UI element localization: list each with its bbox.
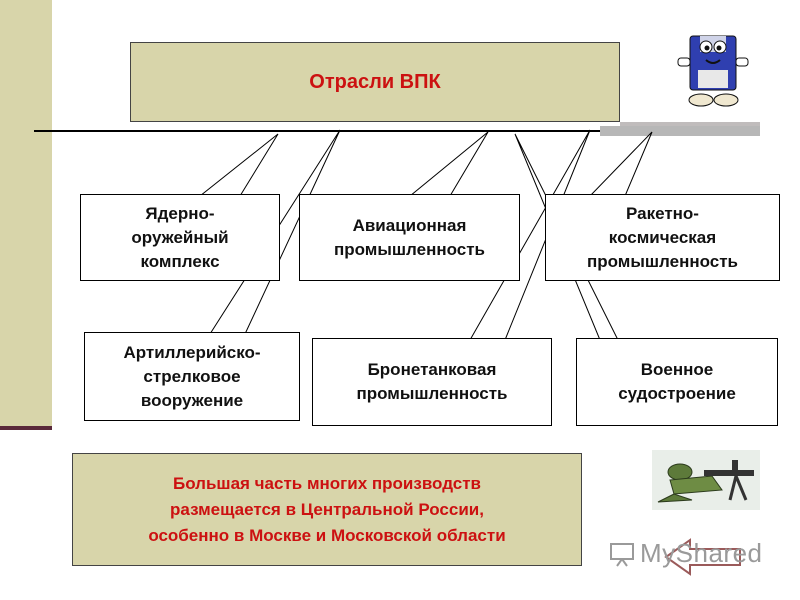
slideshow-icon [610, 543, 634, 567]
right-decor-bar-top [620, 122, 760, 127]
divider-line [34, 130, 600, 132]
branch-armor: Бронетанковая промышленность [312, 338, 552, 426]
branch-rocket-space: Ракетно- космическая промышленность [545, 194, 780, 281]
floppy-disk-mascot-icon [668, 22, 758, 112]
branch-naval: Военное судостроение [576, 338, 778, 426]
branch-artillery: Артиллерийско- стрелковое вооружение [84, 332, 300, 421]
branch-nuclear: Ядерно- оружейный комплекс [80, 194, 280, 281]
back-arrow-icon[interactable] [664, 538, 742, 576]
tail-rocket [588, 131, 653, 197]
summary-note: Большая часть многих производств размеща… [72, 453, 582, 566]
diagram-title: Отрасли ВПК [130, 42, 620, 122]
tail-aviation [408, 131, 489, 197]
left-decor-line [0, 426, 52, 430]
left-decor-bar [0, 0, 52, 430]
branch-aviation: Авиационная промышленность [299, 194, 520, 281]
right-decor-bar [600, 126, 760, 136]
tail-nuclear [198, 133, 279, 197]
soldier-machine-gun-icon [652, 450, 760, 510]
watermark-text: MyShared [640, 538, 763, 568]
